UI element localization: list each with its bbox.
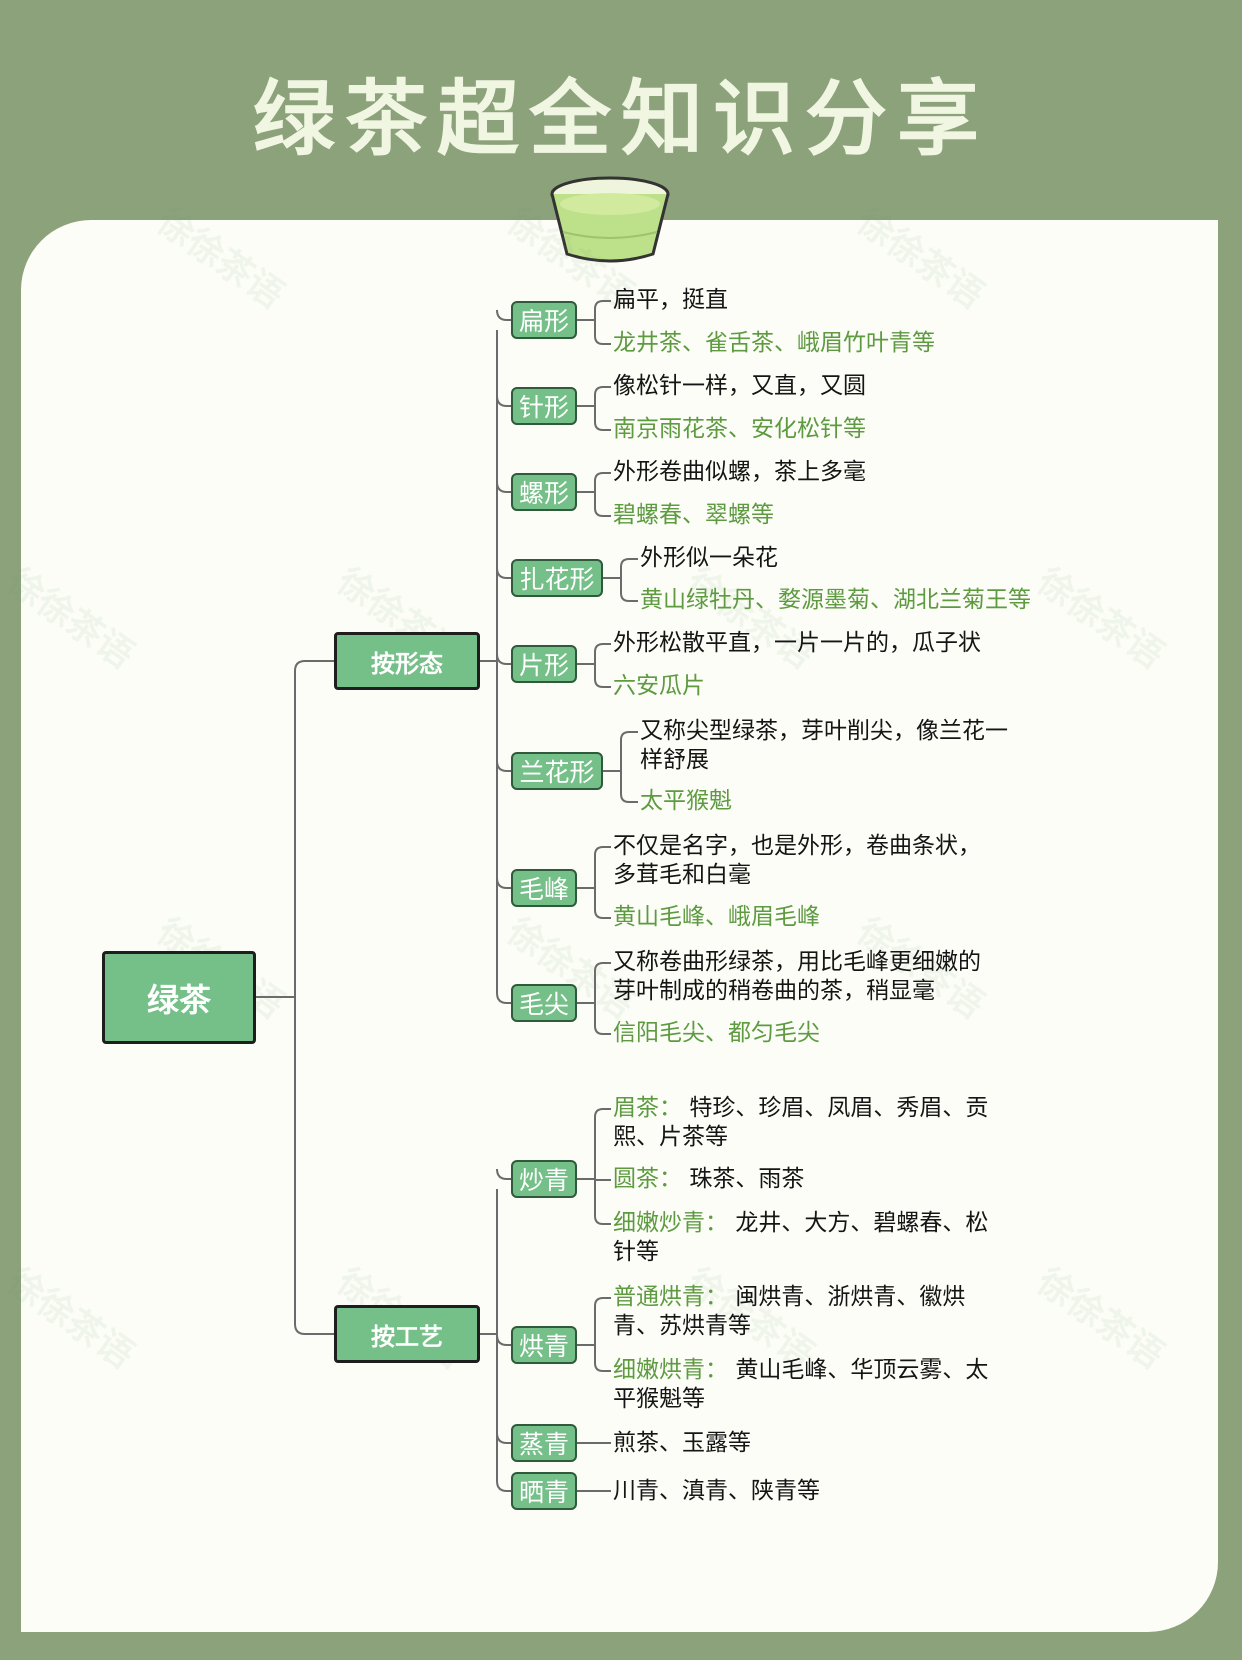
item-text: 龙井茶、雀舌茶、峨眉竹叶青等 <box>613 330 935 356</box>
description-text: 又称卷曲形绿茶，用比毛峰更细嫩的芽叶制成的稍卷曲的茶，稍显毫 <box>613 948 998 1006</box>
item-text: 煎茶、玉露等 <box>613 1430 751 1456</box>
item-text: 外形松散平直，一片一片的，瓜子状 <box>613 630 981 656</box>
content-card <box>21 220 1218 1632</box>
subtype-label: 圆茶： <box>613 1166 690 1192</box>
item-text: 像松针一样，又直，又圆 <box>613 373 866 399</box>
item-text: 信阳毛尖、都匀毛尖 <box>613 1020 820 1046</box>
category-node: 扁形 <box>511 301 577 339</box>
subtype-label: 普通烘青： <box>613 1284 736 1310</box>
branch-node-1: 按形态 <box>334 632 480 690</box>
item-text: 南京雨花茶、安化松针等 <box>613 416 866 442</box>
item-text: 太平猴魁 <box>640 788 732 814</box>
description-text: 扁平，挺直 <box>613 286 1033 315</box>
example-text: 黄山绿牡丹、婺源墨菊、湖北兰菊王等 <box>640 586 1040 615</box>
item-text: 外形似一朵花 <box>640 545 778 571</box>
description-text: 细嫩烘青： 黄山毛峰、华顶云雾、太平猴魁等 <box>613 1356 993 1414</box>
item-text: 六安瓜片 <box>613 673 705 699</box>
description-text: 又称尖型绿茶，芽叶削尖，像兰花一样舒展 <box>640 717 1025 775</box>
item-text: 又称尖型绿茶，芽叶削尖，像兰花一样舒展 <box>640 718 1008 773</box>
description-text: 外形松散平直，一片一片的，瓜子状 <box>613 629 1033 658</box>
description-text: 细嫩炒青： 龙井、大方、碧螺春、松针等 <box>613 1209 993 1267</box>
item-text: 扁平，挺直 <box>613 287 728 313</box>
example-text: 南京雨花茶、安化松针等 <box>613 415 1033 444</box>
category-node: 毛尖 <box>511 984 577 1022</box>
example-text: 六安瓜片 <box>613 672 1033 701</box>
item-text: 龙井、大方、碧螺春、松针等 <box>613 1210 989 1265</box>
category-node: 烘青 <box>511 1326 577 1364</box>
example-text: 碧螺春、翠螺等 <box>613 501 1033 530</box>
category-node: 片形 <box>511 645 577 683</box>
category-node: 兰花形 <box>511 752 603 790</box>
category-node: 炒青 <box>511 1160 577 1198</box>
branch-node-2: 按工艺 <box>334 1305 480 1363</box>
description-text: 眉茶： 特珍、珍眉、凤眉、秀眉、贡熙、片茶等 <box>613 1094 993 1152</box>
item-text: 黄山毛峰、华顶云雾、太平猴魁等 <box>613 1357 989 1412</box>
subtype-label: 细嫩烘青： <box>613 1357 736 1383</box>
description-text: 外形卷曲似螺，茶上多毫 <box>613 458 1033 487</box>
item-text: 黄山毛峰、峨眉毛峰 <box>613 904 820 930</box>
description-text: 普通烘青： 闽烘青、浙烘青、徽烘青、苏烘青等 <box>613 1283 993 1341</box>
item-text: 特珍、珍眉、凤眉、秀眉、贡熙、片茶等 <box>613 1095 989 1150</box>
item-text: 碧螺春、翠螺等 <box>613 502 774 528</box>
description-text: 不仅是名字，也是外形，卷曲条状，多茸毛和白毫 <box>613 832 998 890</box>
category-node: 针形 <box>511 387 577 425</box>
description-text: 像松针一样，又直，又圆 <box>613 372 1033 401</box>
item-text: 珠茶、雨茶 <box>689 1166 805 1192</box>
tea-cup-icon <box>550 176 670 263</box>
description-text: 川青、滇青、陕青等 <box>613 1477 1013 1506</box>
subtype-label: 眉茶： <box>613 1095 690 1121</box>
item-text: 外形卷曲似螺，茶上多毫 <box>613 459 866 485</box>
item-text: 不仅是名字，也是外形，卷曲条状，多茸毛和白毫 <box>613 833 981 888</box>
item-text: 黄山绿牡丹、婺源墨菊、湖北兰菊王等 <box>640 587 1031 613</box>
item-text: 又称卷曲形绿茶，用比毛峰更细嫩的芽叶制成的稍卷曲的茶，稍显毫 <box>613 949 981 1004</box>
example-text: 龙井茶、雀舌茶、峨眉竹叶青等 <box>613 329 1033 358</box>
root-node-green-tea: 绿茶 <box>102 951 256 1044</box>
description-text: 煎茶、玉露等 <box>613 1429 1013 1458</box>
description-text: 外形似一朵花 <box>640 544 1040 573</box>
item-text: 闽烘青、浙烘青、徽烘青、苏烘青等 <box>613 1284 966 1339</box>
category-node: 螺形 <box>511 473 577 511</box>
description-text: 圆茶： 珠茶、雨茶 <box>613 1165 993 1194</box>
example-text: 太平猴魁 <box>640 787 1025 816</box>
example-text: 黄山毛峰、峨眉毛峰 <box>613 903 998 932</box>
category-node: 蒸青 <box>511 1424 577 1462</box>
page-title: 绿茶超全知识分享 <box>252 72 989 167</box>
category-node: 扎花形 <box>511 559 603 597</box>
category-node: 毛峰 <box>511 869 577 907</box>
subtype-label: 细嫩炒青： <box>613 1210 736 1236</box>
item-text: 川青、滇青、陕青等 <box>613 1478 820 1504</box>
example-text: 信阳毛尖、都匀毛尖 <box>613 1019 998 1048</box>
category-node: 晒青 <box>511 1472 577 1510</box>
